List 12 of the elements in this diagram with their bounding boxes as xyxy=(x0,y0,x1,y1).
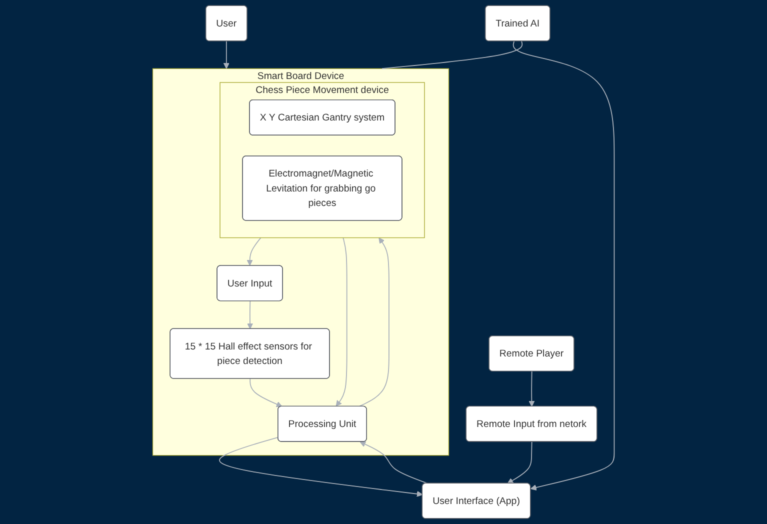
arrow xyxy=(528,371,535,407)
arrow xyxy=(246,237,262,266)
arrow xyxy=(360,441,428,484)
arrow xyxy=(219,436,423,497)
arrow xyxy=(223,40,230,69)
arrow xyxy=(250,378,282,408)
arrow xyxy=(336,237,348,406)
connector xyxy=(382,40,523,70)
arrow xyxy=(246,300,254,330)
arrow xyxy=(359,237,390,407)
arrow xyxy=(507,441,532,484)
arrow xyxy=(512,40,615,490)
